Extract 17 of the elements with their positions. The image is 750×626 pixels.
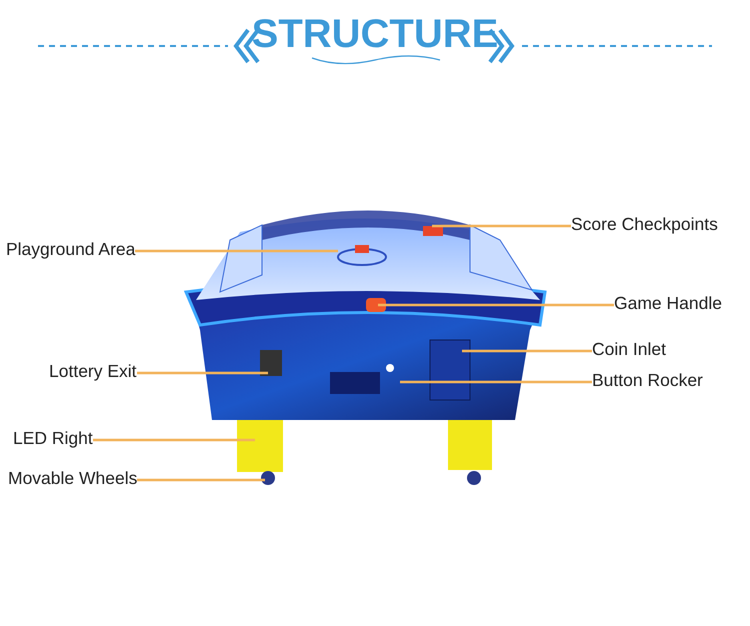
part-label: Lottery Exit xyxy=(49,361,137,381)
leader-line xyxy=(93,438,255,442)
part-label: Movable Wheels xyxy=(8,468,138,488)
leader-line xyxy=(400,380,592,384)
part-label: Playground Area xyxy=(6,239,136,259)
leader-line xyxy=(135,250,338,252)
leader-line xyxy=(432,224,571,228)
part-label: Button Rocker xyxy=(592,370,703,390)
part-label: Game Handle xyxy=(614,293,722,313)
part-label: LED Right xyxy=(13,428,93,448)
leader-line xyxy=(137,372,268,374)
title: STRUCTURE xyxy=(252,12,498,56)
leader-line xyxy=(462,350,592,352)
leader-line xyxy=(137,478,265,482)
part-label: Score Checkpoints xyxy=(571,214,718,234)
leader-line xyxy=(378,304,614,306)
part-label: Coin Inlet xyxy=(592,339,666,359)
